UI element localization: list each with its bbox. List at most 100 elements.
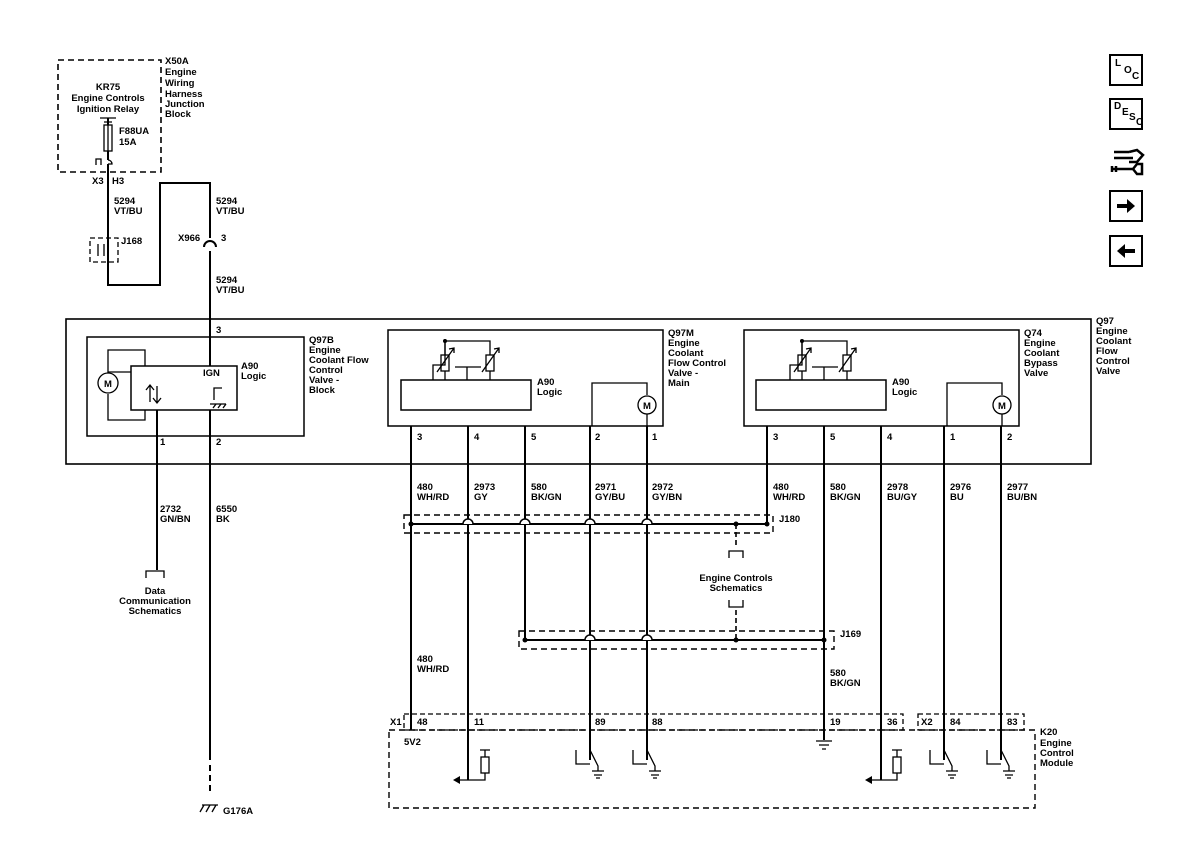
q97-valve-assembly	[65, 318, 1092, 465]
data-comm-label-1: Data	[145, 586, 166, 597]
q74-a90-id: A90	[892, 377, 909, 388]
wire-480-color-b: WH/RD	[417, 664, 449, 675]
x50a-label-4: Junction	[165, 99, 205, 110]
q97b-pin-2: 2	[216, 437, 221, 448]
wire-2976-circuit: 2976	[950, 482, 971, 493]
q97-label-1: Engine	[1096, 326, 1128, 337]
wire-5294-circuit-c: 5294	[216, 275, 238, 286]
desc-letter-3: S	[1129, 112, 1136, 123]
j169-label: J169	[840, 629, 861, 640]
wire-5294-circuit-a: 5294	[114, 196, 136, 207]
k20-pin-84: 84	[950, 717, 961, 728]
k20-5v-reference: 5V2	[404, 737, 421, 748]
h3-label: H3	[112, 176, 124, 187]
k20-pin-36: 36	[887, 717, 898, 728]
g176a-label: G176A	[223, 806, 253, 817]
q97m-label-2: Coolant	[668, 348, 704, 359]
kr75-label-2: Ignition Relay	[77, 104, 140, 115]
q97m-label-1: Engine	[668, 338, 700, 349]
ground-g176a: G176A	[199, 804, 253, 817]
fuse-rating: 15A	[119, 137, 137, 148]
wire-2972-color: GY/BN	[652, 492, 682, 503]
wire-580-color-a: BK/GN	[531, 492, 562, 503]
data-comm-label-2: Communication	[119, 596, 191, 607]
q97b-motor-label: M	[104, 379, 112, 390]
q97m-pin-1: 1	[652, 432, 658, 443]
q97-label-3: Flow	[1096, 346, 1118, 357]
q97b-label-4: Valve -	[309, 375, 339, 386]
diagnostic-tools-button[interactable]	[1109, 142, 1149, 182]
wire-580-color-c: BK/GN	[830, 678, 861, 689]
wire-480-circuit-a: 480	[417, 482, 433, 493]
q97-id: Q97	[1096, 316, 1114, 327]
q97m-motor-label: M	[643, 401, 651, 412]
k20-pin-48: 48	[417, 717, 428, 728]
wire-580-circuit-a: 580	[531, 482, 547, 493]
wire-2973-color: GY	[474, 492, 488, 503]
wire-2732-color: GN/BN	[160, 514, 191, 525]
x3-label: X3	[92, 176, 104, 187]
q97-label-5: Valve	[1096, 366, 1120, 377]
loc-letter-3: C	[1132, 71, 1140, 82]
loc-letter-2: O	[1124, 65, 1132, 76]
desc-letter-2: E	[1122, 107, 1129, 118]
q97m-a90-id: A90	[537, 377, 554, 388]
q97b-label-2: Coolant Flow	[309, 355, 369, 366]
q97b-a90-id: A90	[241, 361, 258, 372]
wire-5294-upper	[107, 164, 211, 286]
x50a-id: X50A	[165, 56, 189, 67]
q74-pin-1: 1	[950, 432, 956, 443]
wire-2971-circuit: 2971	[595, 482, 617, 493]
data-comm-label-3: Schematics	[129, 606, 182, 617]
k20-engine-control-module: X1 X2 48 11 89 88 19 36 84 83 K20 Engine…	[388, 713, 1074, 809]
j168-label: J168	[121, 236, 142, 247]
q97m-label-4: Valve -	[668, 368, 698, 379]
location-button[interactable]: L O C	[1109, 54, 1143, 86]
q97b-block-valve: Q97B Engine Coolant Flow Control Valve -…	[86, 325, 369, 464]
q97-label-4: Control	[1096, 356, 1130, 367]
q97m-pin-2: 2	[595, 432, 600, 443]
engine-controls-ref-bottom	[728, 600, 744, 608]
wire-480-circuit-b: 480	[417, 654, 433, 665]
next-page-button[interactable]	[1109, 190, 1143, 222]
x2-label: X2	[921, 717, 933, 728]
wire-2978-circuit: 2978	[887, 482, 908, 493]
data-comm-ref-connector	[145, 570, 165, 578]
q97m-a90-label: Logic	[537, 387, 562, 398]
q97-label-2: Coolant	[1096, 336, 1132, 347]
q74-pin-5: 5	[830, 432, 836, 443]
wire-480-circuit-c: 480	[773, 482, 789, 493]
wire-6550-circuit: 6550	[216, 504, 237, 515]
k20-pin-88: 88	[652, 717, 663, 728]
engine-controls-label-1: Engine Controls	[699, 573, 772, 584]
wire-5294-circuit-b: 5294	[216, 196, 238, 207]
connector-x3	[95, 158, 102, 165]
q74-label-3: Bypass	[1024, 358, 1058, 369]
fuse-f88ua: F88UA 15A	[100, 117, 149, 152]
k20-pin-89: 89	[595, 717, 606, 728]
q74-pin-2: 2	[1007, 432, 1012, 443]
wire-6550-color: BK	[216, 514, 230, 525]
desc-letter-4: C	[1136, 117, 1144, 128]
q74-label-1: Engine	[1024, 338, 1056, 349]
q97m-pin-3: 3	[417, 432, 422, 443]
q74-bypass-valve: Q74 Engine Coolant Bypass Valve A90 Logi…	[743, 328, 1060, 443]
wire-580-circuit-b: 580	[830, 482, 846, 493]
wire-480-color-a: WH/RD	[417, 492, 449, 503]
wire-2973-circuit: 2973	[474, 482, 495, 493]
q74-motor-label: M	[998, 401, 1006, 412]
arrow-right-icon	[1117, 199, 1135, 213]
q97m-label-5: Main	[668, 378, 690, 389]
q74-pin-3: 3	[773, 432, 778, 443]
description-button[interactable]: D E S C	[1109, 98, 1143, 130]
previous-page-button[interactable]	[1109, 235, 1143, 267]
q74-label-2: Coolant	[1024, 348, 1060, 359]
kr75-id: KR75	[96, 82, 121, 93]
q97m-pin-4: 4	[474, 432, 480, 443]
engine-controls-ref-top	[728, 550, 744, 558]
q97b-pin-1: 1	[160, 437, 166, 448]
q97m-id: Q97M	[668, 328, 694, 339]
wire-2977-color: BU/BN	[1007, 492, 1037, 503]
fuse-id: F88UA	[119, 126, 149, 137]
